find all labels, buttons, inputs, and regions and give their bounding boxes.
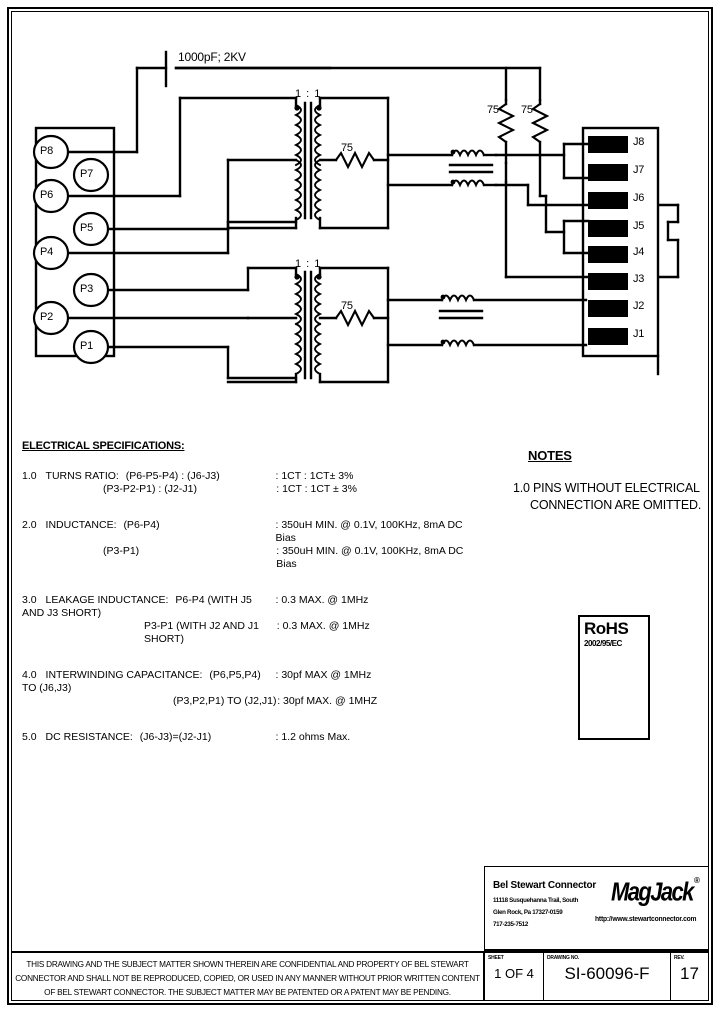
spec-number-1: 1.0 [22,470,37,482]
registered-trademark-symbol: ® [694,876,700,885]
specifications-list: 1.0 TURNS RATIO: (P6-P5-P4) : (J6-J3) : … [22,470,472,767]
pin-label-p1: P1 [80,340,94,352]
pin-label-p5: P5 [80,222,94,234]
pin-label-p3: P3 [80,283,94,295]
spec-name-5: DC RESISTANCE: [45,731,133,743]
jack-label-j2: J2 [633,300,645,312]
jack-label-j7: J7 [633,164,645,176]
spec-row-left-2-1: (P6-P4) [123,519,160,531]
spec-row-right-3-1: : 0.3 MAX. @ 1MHz [275,594,369,606]
sheet-value: 1 OF 4 [494,966,534,981]
rohs-directive: 2002/95/EC [584,638,622,648]
spec-row-left-3-2: P3-P1 (WITH J2 AND J1 SHORT) [144,620,259,645]
pin-label-p7: P7 [80,168,94,180]
spec-row-right-2-2: : 350uH MIN. @ 0.1V, 100KHz, 8mA DC Bias [276,545,464,570]
drawing-number-caption: DRAWING NO. [547,955,580,961]
resistor-label-bottom-75: 75 [341,300,353,312]
jack-contact-pads [588,136,628,345]
company-website-url[interactable]: http://www.stewartconnector.com [595,916,697,923]
jack-label-j4: J4 [633,246,645,258]
spec-row-left-3-1: P6-P4 (WITH J5 AND J3 SHORT) [22,594,252,619]
spec-row-left-1-2: (P3-P2-P1) : (J2-J1) [103,483,197,495]
spec-item-interwinding-capacitance: 4.0 INTERWINDING CAPACITANCE: (P6,P5,P4)… [22,669,472,708]
spec-row-left-4-2: (P3,P2,P1) TO (J2,J1) [173,695,277,707]
spec-item-dc-resistance: 5.0 DC RESISTANCE: (J6-J3)=(J2-J1) : 1.2… [22,731,472,744]
spec-name-2: INDUCTANCE: [45,519,117,531]
transformer-ratio-top-label: 1 : 1 [295,88,322,100]
jack-label-j8: J8 [633,136,645,148]
spec-row-left-4-1: (P6,P5,P4) TO (J6,J3) [22,669,261,694]
title-block: Bel Stewart Connector 11118 Susquehanna … [484,866,709,951]
company-address-line-2: Glen Rock, Pa 17327-0159 [493,909,563,916]
spec-row-right-1-2: : 1CT : 1CT ± 3% [276,483,357,495]
jack-label-j6: J6 [633,192,645,204]
spec-row-right-4-1: : 30pf MAX @ 1MHz [275,669,372,681]
pin-label-p6: P6 [40,189,54,201]
spec-name-3: LEAKAGE INDUCTANCE: [45,594,169,606]
spec-row-left-1-1: (P6-P5-P4) : (J6-J3) [125,470,220,482]
company-phone: 717-235-7512 [493,921,529,928]
revision-value: 17 [680,964,699,983]
jack-label-j1: J1 [633,328,645,340]
company-name: Bel Stewart Connector [493,880,597,891]
legal-line-3: OF BEL STEWART CONNECTOR. THE SUBJECT MA… [44,987,451,998]
spec-item-turns-ratio: 1.0 TURNS RATIO: (P6-P5-P4) : (J6-J3) : … [22,470,472,496]
drawing-number-cell: DRAWING NO. SI-60096-F [544,953,671,1000]
pin-label-p2: P2 [40,311,54,323]
sheet-cell: SHEET 1 OF 4 [485,953,544,1000]
spec-item-leakage-inductance: 3.0 LEAKAGE INDUCTANCE: P6-P4 (WITH J5 A… [22,594,472,646]
spec-number-3: 3.0 [22,594,37,606]
notes-line-2: CONNECTION ARE OMITTED. [530,498,702,512]
spec-row-left-5-1: (J6-J3)=(J2-J1) [139,731,212,743]
revision-cell: REV. 17 [671,953,708,1000]
spec-row-right-1-1: : 1CT : 1CT± 3% [275,470,354,482]
spec-row-left-2-2: (P3-P1) [103,545,140,557]
company-address-line-1: 11118 Susquehanna Trail, South [493,897,579,904]
revision-block: SHEET 1 OF 4 DRAWING NO. SI-60096-F REV.… [484,951,709,1001]
pin-circles [32,134,110,365]
spec-row-right-3-2: : 0.3 MAX. @ 1MHz [276,620,370,632]
spec-row-right-4-2: : 30pf MAX. @ 1MHZ [277,695,378,707]
sheet-outer-border [7,7,713,1005]
specifications-heading: ELECTRICAL SPECIFICATIONS: [22,440,185,452]
pin-label-p4: P4 [40,246,54,258]
legal-line-1: THIS DRAWING AND THE SUBJECT MATTER SHOW… [26,959,469,969]
notes-heading: NOTES [528,448,572,463]
jack-label-j3: J3 [633,273,645,285]
spec-item-inductance: 2.0 INDUCTANCE: (P6-P4) : 350uH MIN. @ 0… [22,519,472,571]
legal-line-2: CONNECTOR AND SHALL NOT BE REPRODUCED, C… [15,973,480,984]
resistor-label-term-right-75: 75 [521,104,533,116]
revision-caption: REV. [674,955,685,961]
legal-notice-block: THIS DRAWING AND THE SUBJECT MATTER SHOW… [11,951,484,1001]
drawing-number-value: SI-60096-F [564,964,650,983]
rohs-label: RoHS [584,619,629,638]
capacitor-value-label: 1000pF; 2KV [178,50,246,64]
magjack-brand-logo: MagJack [611,877,694,907]
spec-number-2: 2.0 [22,519,37,531]
transformer-ratio-bottom-label: 1 : 1 [295,258,322,270]
pin-label-p8: P8 [40,145,54,157]
notes-line-1: 1.0 PINS WITHOUT ELECTRICAL [513,481,700,495]
resistor-label-top-75: 75 [341,142,353,154]
spec-row-right-2-1: : 350uH MIN. @ 0.1V, 100KHz, 8mA DC Bias [275,519,463,544]
jack-label-j5: J5 [633,220,645,232]
spec-number-4: 4.0 [22,669,37,681]
spec-number-5: 5.0 [22,731,37,743]
sheet-caption: SHEET [488,955,504,961]
pin-header-body [34,126,116,358]
spec-name-1: TURNS RATIO: [45,470,119,482]
spec-name-4: INTERWINDING CAPACITANCE: [45,669,203,681]
rohs-logo: RoHS 2002/95/EC [578,615,650,740]
resistor-label-term-left-75: 75 [487,104,499,116]
spec-row-right-5-1: : 1.2 ohms Max. [275,731,351,743]
